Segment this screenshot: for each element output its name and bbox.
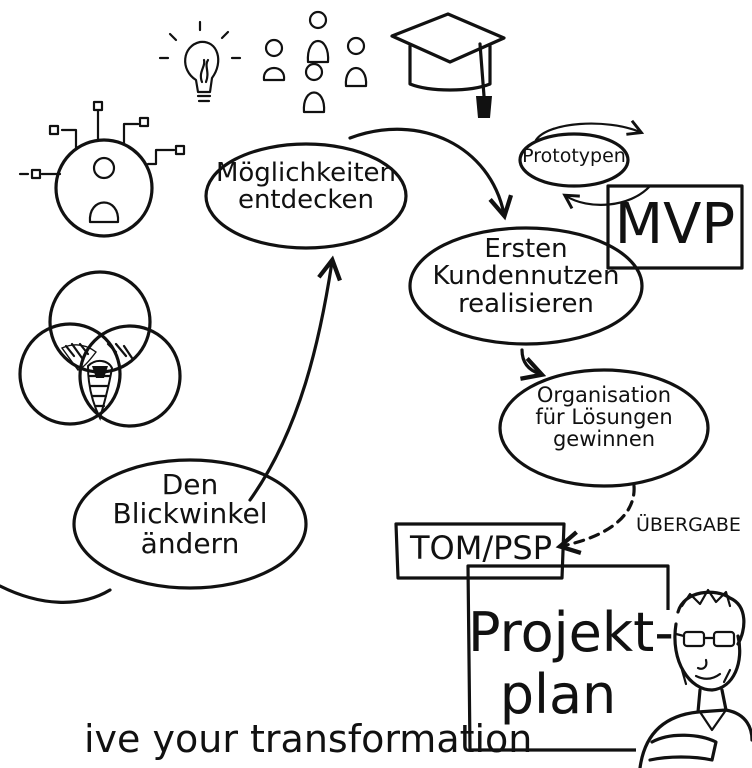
node-moeglichkeiten-label: Möglichkeiten entdecken (214, 158, 398, 216)
node-moeglichkeiten-bubble (204, 142, 408, 250)
people-group-icon (262, 10, 368, 114)
graduation-cap-icon (390, 12, 506, 118)
prototypen-label: Prototypen (522, 145, 626, 167)
node-organisation-bubble (498, 368, 710, 488)
cycle-arrow-top (534, 124, 640, 142)
node-blickwinkel-bubble (72, 458, 308, 590)
node-kundennutzen-line1: Ersten (484, 234, 568, 264)
projektplan-line1: Projekt- (468, 601, 674, 664)
tom-psp-label: TOM/PSP (409, 529, 553, 567)
dashed-arrow-to-tom-psp (562, 484, 636, 546)
node-blickwinkel-line1: Den (161, 468, 219, 501)
node-organisation-line1: Organisation (536, 383, 672, 407)
node-kundennutzen-line2: Kundennutzen (432, 261, 620, 292)
arrow-to-organisation (522, 348, 540, 374)
node-blickwinkel-label: Den Blickwinkel ändern (86, 468, 294, 560)
mvp-label: MVP (614, 192, 736, 257)
node-blickwinkel-line2: Blickwinkel (112, 497, 268, 531)
uebergabe-label: ÜBERGABE (636, 514, 741, 536)
person-portrait-icon (636, 588, 752, 768)
mvp-box (606, 184, 744, 270)
node-blickwinkel-line3: ändern (140, 526, 240, 560)
node-organisation-label: Organisation für Lösungen gewinnen (512, 384, 696, 450)
caption-text: ive your transformation (84, 717, 533, 761)
network-person-icon (18, 100, 186, 238)
journey-curve-start (0, 584, 112, 604)
arrow-to-moeglichkeiten (248, 262, 332, 502)
projektplan-label: Projekt- plan (468, 601, 674, 727)
projektplan-line2: plan (499, 663, 617, 727)
node-kundennutzen-label: Ersten Kundennutzen realisieren (416, 234, 636, 319)
node-organisation-line3: gewinnen (552, 427, 656, 452)
arrow-to-kundennutzen (348, 127, 504, 214)
prototypen-bubble (518, 132, 630, 188)
node-moeglichkeiten-line2: entdecken (237, 185, 375, 216)
node-kundennutzen-line3: realisieren (458, 288, 594, 319)
node-kundennutzen-bubble (408, 226, 644, 346)
lightbulb-icon (158, 20, 242, 103)
venn-diagram-icon (18, 270, 182, 428)
tom-psp-box (394, 522, 566, 580)
node-moeglichkeiten-line1: Möglichkeiten (215, 158, 397, 188)
node-organisation-line2: für Lösungen (535, 405, 673, 430)
